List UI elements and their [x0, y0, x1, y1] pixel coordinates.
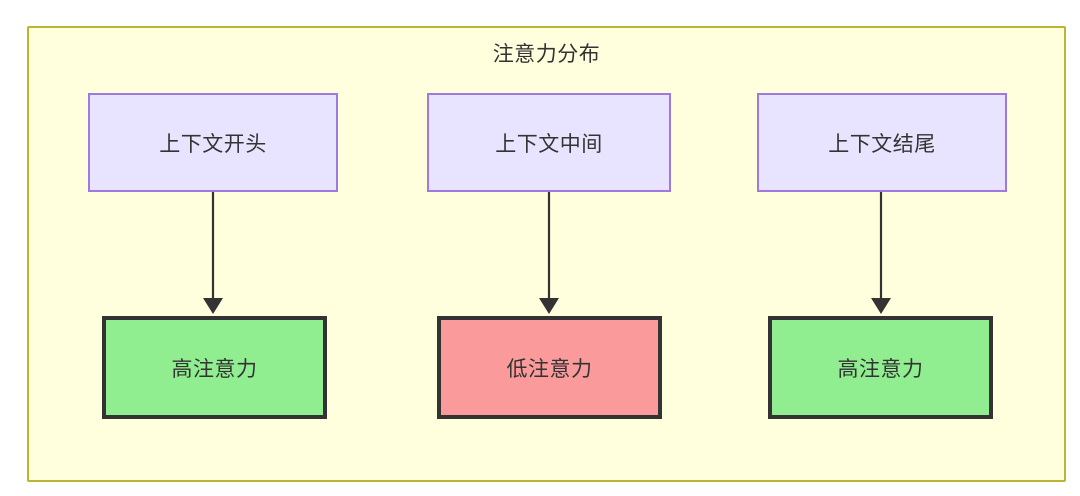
node-context-end[interactable]: 上下文结尾 — [757, 93, 1007, 192]
node-label: 上下文中间 — [495, 132, 603, 156]
node-low-attention-middle[interactable]: 低注意力 — [437, 316, 662, 419]
node-high-attention-left[interactable]: 高注意力 — [102, 316, 327, 419]
node-context-beginning[interactable]: 上下文开头 — [88, 93, 338, 192]
node-label: 低注意力 — [506, 357, 593, 381]
page-title: 注意力分布 — [492, 43, 601, 66]
node-label: 上下文结尾 — [828, 132, 936, 156]
node-label: 高注意力 — [837, 357, 924, 381]
node-label: 高注意力 — [171, 357, 258, 381]
node-high-attention-right[interactable]: 高注意力 — [768, 316, 993, 419]
node-context-middle[interactable]: 上下文中间 — [427, 93, 671, 192]
node-label: 上下文开头 — [159, 132, 267, 156]
